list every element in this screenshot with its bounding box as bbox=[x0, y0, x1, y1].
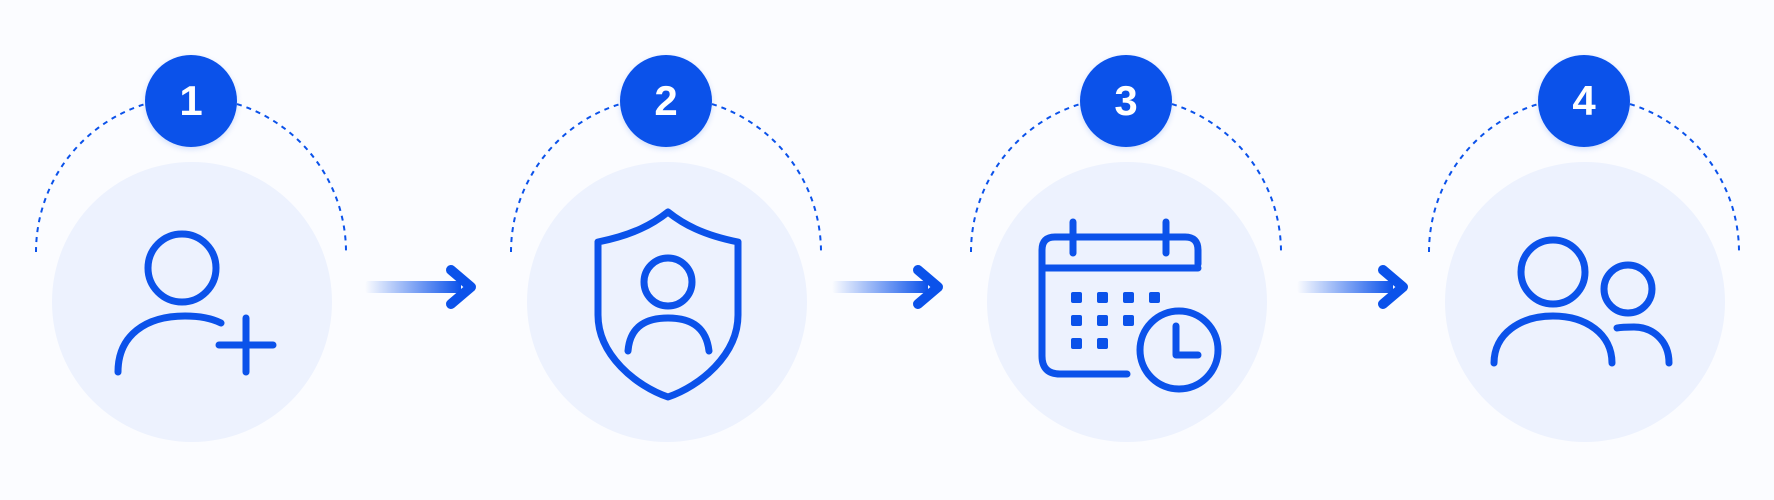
users-group-icon bbox=[1490, 236, 1673, 367]
arrow-right-icon bbox=[1297, 265, 1408, 309]
step-2: 2 bbox=[500, 0, 830, 500]
step-1: 1 bbox=[25, 0, 355, 500]
calendar-clock-icon bbox=[1038, 218, 1222, 393]
step-number-badge: 4 bbox=[1538, 55, 1630, 147]
step-number-badge: 3 bbox=[1080, 55, 1172, 147]
step-number-badge: 2 bbox=[620, 55, 712, 147]
icon-bubble bbox=[1445, 162, 1725, 442]
step-4: 4 bbox=[1418, 0, 1748, 500]
arrow-right-icon bbox=[365, 265, 476, 309]
step-number-badge: 1 bbox=[145, 55, 237, 147]
user-add-icon bbox=[114, 230, 277, 376]
arrow-right-icon bbox=[832, 265, 943, 309]
user-shield-icon bbox=[594, 208, 742, 401]
step-3: 3 bbox=[960, 0, 1290, 500]
